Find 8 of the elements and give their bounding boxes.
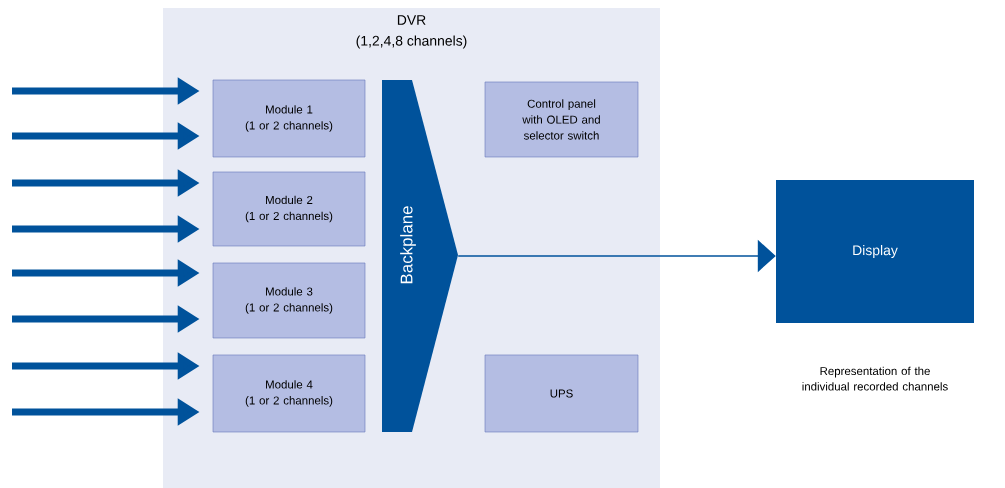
module-box: Module 4 (1 or 2 channels) (212, 354, 366, 433)
display-box: Display (776, 180, 974, 323)
module-box: UPS (484, 354, 639, 433)
module-box: Module 1 (1 or 2 channels) (212, 79, 366, 158)
module-box: Module 3 (1 or 2 channels) (212, 262, 366, 339)
caption-text: Representation of the individual recorded channels (802, 366, 948, 391)
module-box: Module 2 (1 or 2 channels) (212, 171, 366, 247)
module-box: Control panel with OLED and selector switch (484, 81, 639, 158)
